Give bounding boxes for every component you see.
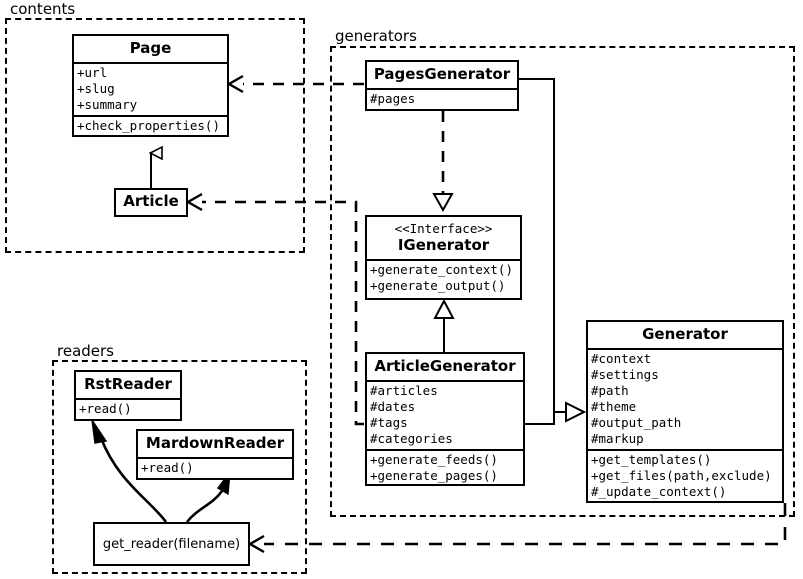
- method: +generate_output(): [370, 278, 506, 293]
- function-get-reader[interactable]: get_reader(filename): [93, 522, 250, 566]
- package-contents-label: contents: [7, 1, 79, 17]
- package-contents-border: [5, 18, 305, 253]
- attribute: #pages: [370, 91, 416, 106]
- class-article[interactable]: Article: [114, 188, 188, 217]
- method: +get_templates(): [591, 452, 712, 467]
- class-mardownreader-title: MardownReader: [145, 434, 285, 452]
- class-igenerator-methods: +generate_context() +generate_output(): [367, 259, 520, 296]
- attribute: #settings: [591, 367, 659, 382]
- attribute: #articles: [370, 383, 438, 398]
- class-rstreader-title: RstReader: [84, 375, 172, 393]
- class-page-attributes: +url +slug +summary: [74, 62, 227, 115]
- class-igenerator-title: IGenerator: [397, 236, 490, 254]
- class-generator[interactable]: Generator #context #settings #path #them…: [586, 320, 784, 503]
- method: #_update_context(): [591, 484, 727, 499]
- class-igenerator[interactable]: <<Interface>> IGenerator +generate_conte…: [365, 215, 522, 300]
- class-articlegenerator-title: ArticleGenerator: [374, 357, 516, 375]
- class-pagesgenerator-title: PagesGenerator: [373, 65, 511, 83]
- class-rstreader[interactable]: RstReader +read(): [74, 370, 182, 421]
- attribute: +summary: [77, 97, 138, 112]
- class-mardownreader[interactable]: MardownReader +read(): [136, 429, 294, 480]
- attribute: #output_path: [591, 415, 682, 430]
- package-readers: [52, 360, 307, 574]
- class-pagesgenerator-attributes: #pages: [367, 88, 517, 109]
- class-rstreader-methods: +read(): [76, 398, 180, 419]
- method: +generate_pages(): [370, 468, 498, 483]
- class-page-methods: +check_properties(): [74, 115, 227, 136]
- package-readers-border: [52, 360, 307, 574]
- method: +read(): [141, 460, 194, 475]
- class-articlegenerator-attributes: #articles #dates #tags #categories: [367, 380, 523, 449]
- attribute: #categories: [370, 431, 453, 446]
- package-readers-label: readers: [54, 343, 117, 359]
- class-page[interactable]: Page +url +slug +summary +check_properti…: [72, 34, 229, 137]
- class-mardownreader-methods: +read(): [138, 457, 292, 478]
- package-generators-label: generators: [332, 28, 420, 44]
- attribute: #path: [591, 383, 629, 398]
- method: +generate_context(): [370, 262, 513, 277]
- attribute: #tags: [370, 415, 408, 430]
- class-articlegenerator[interactable]: ArticleGenerator #articles #dates #tags …: [365, 352, 525, 486]
- class-generator-title: Generator: [642, 325, 728, 343]
- method: +get_files(path,exclude): [591, 468, 772, 483]
- method: +generate_feeds(): [370, 452, 498, 467]
- method: +check_properties(): [77, 118, 220, 133]
- class-generator-methods: +get_templates() +get_files(path,exclude…: [588, 449, 782, 502]
- class-igenerator-stereotype: <<Interface>>: [394, 221, 493, 236]
- method: +read(): [79, 401, 132, 416]
- class-pagesgenerator[interactable]: PagesGenerator #pages: [365, 60, 519, 111]
- function-get-reader-label: get_reader(filename): [102, 536, 241, 552]
- class-page-title: Page: [129, 39, 172, 57]
- attribute: #markup: [591, 431, 644, 446]
- class-articlegenerator-methods: +generate_feeds() +generate_pages(): [367, 449, 523, 486]
- attribute: +slug: [77, 81, 115, 96]
- class-article-title: Article: [123, 192, 179, 210]
- package-contents: [5, 18, 305, 253]
- attribute: #dates: [370, 399, 416, 414]
- class-generator-attributes: #context #settings #path #theme #output_…: [588, 348, 782, 449]
- attribute: #theme: [591, 399, 637, 414]
- attribute: #context: [591, 351, 652, 366]
- attribute: +url: [77, 65, 108, 80]
